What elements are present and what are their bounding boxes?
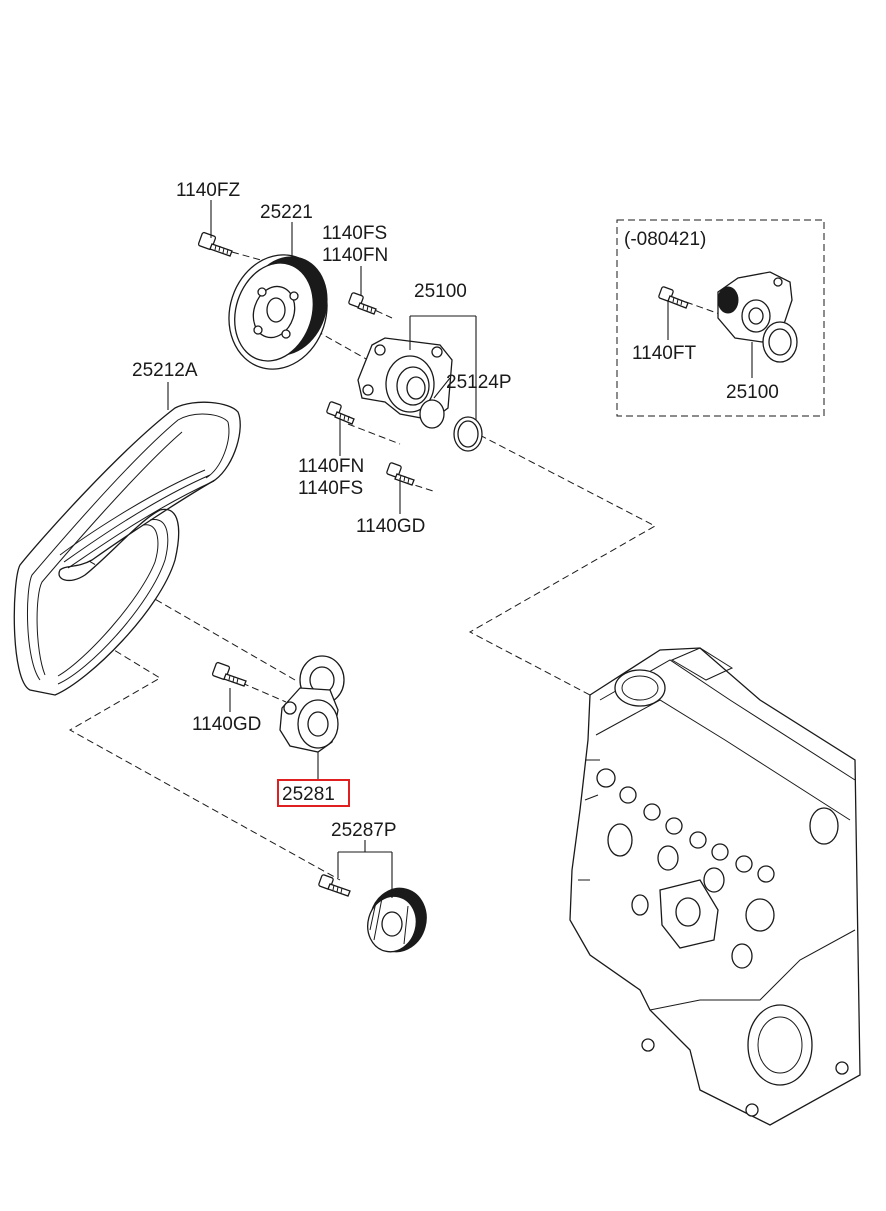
inset-panel <box>616 219 825 417</box>
bolt-1140gd-tensioner-icon[interactable] <box>211 661 247 687</box>
drive-belt-25212a[interactable] <box>13 401 241 696</box>
pulley-25221[interactable] <box>214 242 341 382</box>
label-bolt-1140fn-mid: 1140FN <box>298 456 364 477</box>
label-bolt-1140fz: 1140FZ <box>176 180 240 201</box>
inset-water-pump-25100[interactable] <box>717 271 798 363</box>
label-tensioner-25281[interactable]: 25281 <box>282 784 335 805</box>
label-gasket-25124p: 25124P <box>446 372 512 393</box>
label-idler-25287p: 25287P <box>331 820 397 841</box>
inset-bolt-1140ft-icon[interactable] <box>658 286 689 309</box>
water-pump-25100[interactable] <box>357 337 453 429</box>
label-bolt-1140gd-top: 1140GD <box>356 516 425 537</box>
label-water-pump-25100: 25100 <box>414 281 467 302</box>
label-bolt-1140gd-tensioner: 1140GD <box>192 714 261 735</box>
label-inset-date: (-080421) <box>624 229 706 250</box>
idler-pulley-25287p[interactable] <box>362 882 434 958</box>
label-bolt-1140fs-mid: 1140FS <box>298 478 363 499</box>
engine-block <box>569 647 861 1126</box>
bolt-1140gd-top-icon[interactable] <box>386 462 415 486</box>
bolt-1140fz-icon[interactable] <box>197 231 233 257</box>
leader-lines <box>167 200 753 898</box>
gasket-25124p[interactable] <box>453 416 483 452</box>
bolt-1140fn-mid-icon[interactable] <box>326 401 355 425</box>
bolt-1140fs-top-icon[interactable] <box>348 292 377 315</box>
label-belt-25212a: 25212A <box>132 360 198 381</box>
labels: 1140FZ 25221 1140FS 1140FN 25100 25124P … <box>132 180 779 841</box>
bolt-idler-icon[interactable] <box>318 874 351 897</box>
tensioner-25281[interactable] <box>279 655 345 753</box>
highlight-box-25281[interactable] <box>277 779 350 807</box>
label-inset-bolt-1140ft: 1140FT <box>632 343 696 364</box>
label-bolt-1140fn-top: 1140FN <box>322 245 388 266</box>
label-inset-pump-25100: 25100 <box>726 382 779 403</box>
label-pulley-25221: 25221 <box>260 202 313 223</box>
label-bolt-1140fs-top: 1140FS <box>322 223 387 244</box>
